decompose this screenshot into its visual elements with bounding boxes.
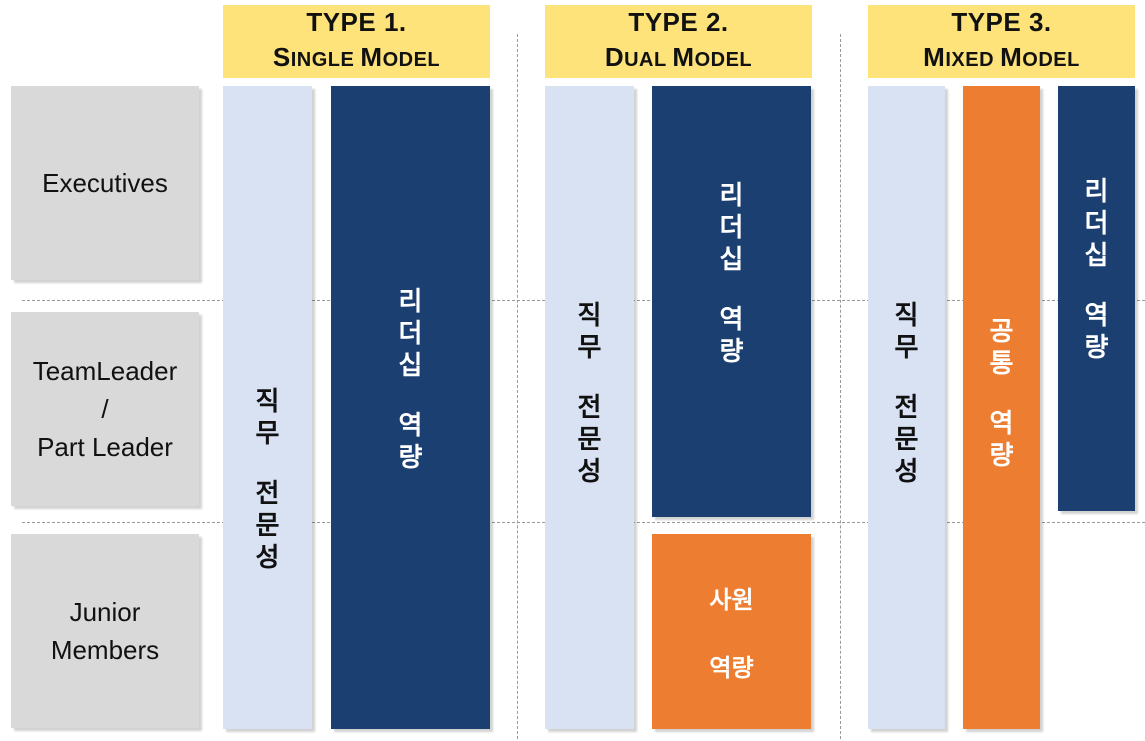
row-label-executives: Executives <box>11 86 199 280</box>
employee-competency-line2: 역량 <box>709 654 754 682</box>
divider-col-2 <box>840 34 841 739</box>
header-type-1: TYPE 1. SINGLE MODEL <box>223 5 490 78</box>
header-type-2: TYPE 2. DUAL MODEL <box>545 5 812 78</box>
header-type-3: TYPE 3. MIXED MODEL <box>868 5 1135 78</box>
type2-employee-competency-bar: 사원 역량 <box>652 534 811 729</box>
employee-competency-line1: 사원 <box>709 586 754 614</box>
row-label-junior: Junior Members <box>11 534 199 728</box>
row-label-teamleader: TeamLeader / Part Leader <box>11 312 199 506</box>
row-label-executives-text: Executives <box>42 168 168 198</box>
divider-col-1 <box>517 34 518 739</box>
